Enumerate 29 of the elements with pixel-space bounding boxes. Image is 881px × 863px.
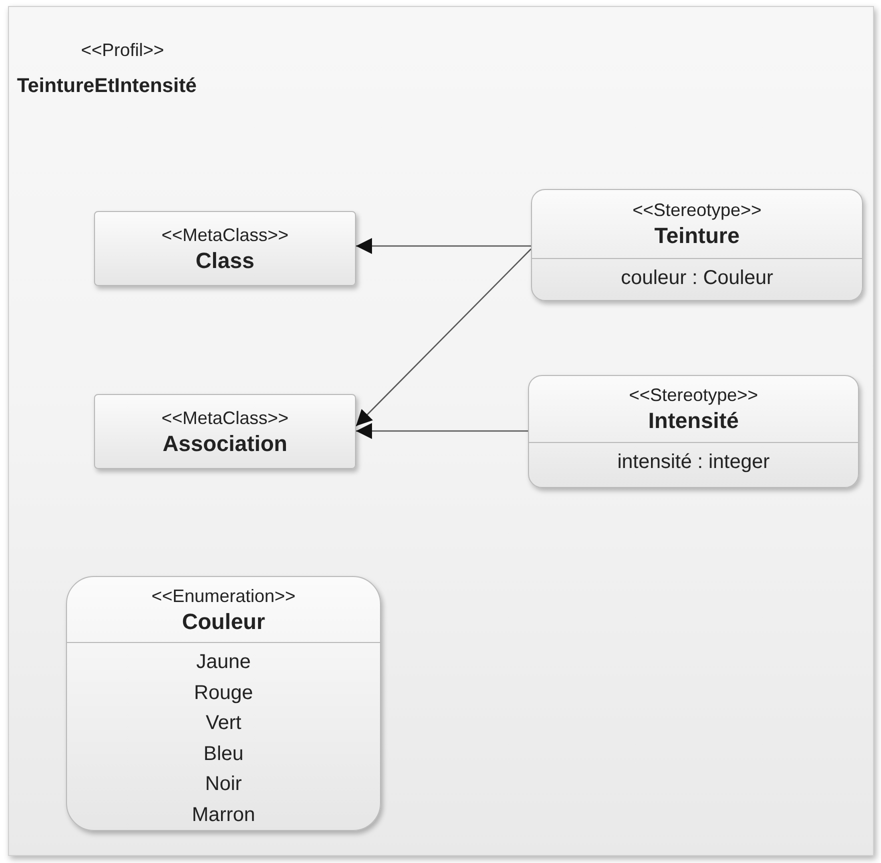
metaclass-box <box>94 211 356 286</box>
stereotype-label: <<MetaClass>> <box>161 406 289 430</box>
extension-arrow <box>356 423 528 439</box>
metaclass-box <box>94 394 356 469</box>
class-name: Teinture <box>654 222 740 250</box>
stereotype-label: <<Stereotype>> <box>628 384 758 407</box>
package-name: TeintureEtIntensité <box>17 74 197 99</box>
extension-arrow <box>356 248 532 426</box>
attribute-text: intensité : integer <box>617 450 770 475</box>
class-name: Class <box>196 246 254 274</box>
class-name: Intensité <box>648 407 739 435</box>
attribute-text: couleur : Couleur <box>620 266 774 291</box>
stereotype-label: <<Stereotype>> <box>632 199 762 222</box>
enum-literal: Bleu <box>203 742 244 766</box>
stereotype-label: <<Enumeration>> <box>151 584 296 608</box>
enum-literal: Rouge <box>194 680 253 706</box>
enum-literal: Noir <box>205 772 242 797</box>
enumeration-box <box>66 576 381 831</box>
class-name: Couleur <box>182 608 266 636</box>
stereotype-box <box>531 189 863 301</box>
stereotype-label: <<MetaClass>> <box>161 224 289 246</box>
stereotype-box <box>528 375 859 488</box>
class-name: Association <box>162 430 288 458</box>
enum-literal: Jaune <box>196 650 251 675</box>
enum-literal: Vert <box>206 711 242 736</box>
extension-arrow <box>356 238 531 254</box>
stereotype-label: <<Profil>> <box>81 39 164 62</box>
enum-literal: Marron <box>192 802 256 828</box>
package-frame <box>8 6 874 856</box>
